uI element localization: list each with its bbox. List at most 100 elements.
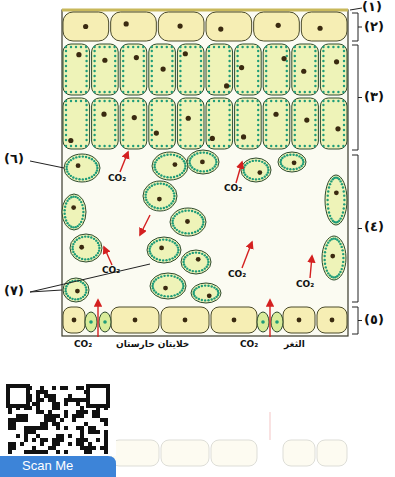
chloroplast xyxy=(65,104,67,106)
chloroplast xyxy=(151,55,153,57)
chloroplast xyxy=(143,75,145,77)
chloroplast xyxy=(257,119,259,121)
chloroplast xyxy=(64,206,66,208)
chloroplast xyxy=(176,244,178,246)
chloroplast xyxy=(189,46,191,48)
chloroplast xyxy=(339,243,341,245)
chloroplast xyxy=(279,161,281,163)
chloroplast xyxy=(148,203,150,205)
chloroplast xyxy=(93,85,95,87)
spongy-cell xyxy=(322,236,346,280)
reflected-cell xyxy=(211,440,257,466)
chloroplast xyxy=(173,294,175,296)
chloroplast xyxy=(171,109,173,111)
chloroplast xyxy=(122,91,124,93)
chloroplast xyxy=(161,91,163,93)
chloroplast xyxy=(265,85,267,87)
qr-module xyxy=(84,446,88,450)
chloroplast xyxy=(280,163,282,165)
chloroplast xyxy=(191,155,193,157)
chloroplast xyxy=(75,91,77,93)
chloroplast xyxy=(88,157,90,159)
qr-module xyxy=(44,438,48,442)
chloroplast xyxy=(93,109,95,111)
chloroplast xyxy=(122,50,124,52)
chloroplast xyxy=(137,46,139,48)
chloroplast xyxy=(294,80,296,82)
chloroplast xyxy=(264,162,266,164)
chloroplast xyxy=(160,174,162,176)
chloroplast xyxy=(309,145,311,147)
chloroplast xyxy=(280,100,282,102)
nucleus xyxy=(154,130,159,135)
qr-module xyxy=(24,418,28,422)
chloroplast xyxy=(170,153,172,155)
nucleus xyxy=(292,160,297,165)
chloroplast xyxy=(122,80,124,82)
chloroplast xyxy=(176,213,178,215)
chloroplast xyxy=(89,320,93,324)
chloroplast xyxy=(148,248,150,250)
qr-module xyxy=(24,426,28,430)
palisade-cell xyxy=(292,44,319,95)
chloroplast xyxy=(236,145,238,147)
nucleus xyxy=(276,23,281,28)
chloroplast xyxy=(151,145,153,147)
chloroplast xyxy=(228,65,230,67)
chloroplast xyxy=(122,60,124,62)
chloroplast xyxy=(181,158,183,160)
chloroplast xyxy=(257,134,259,136)
chloroplast xyxy=(143,119,145,121)
chloroplast xyxy=(265,104,267,106)
chloroplast xyxy=(80,145,82,147)
chloroplast xyxy=(154,168,156,170)
qr-module xyxy=(64,410,68,414)
chloroplast xyxy=(182,287,184,289)
chloroplast xyxy=(296,168,298,170)
chloroplast xyxy=(241,91,243,93)
nucleus xyxy=(183,51,188,56)
leader-lines xyxy=(30,8,362,292)
bracket xyxy=(352,13,358,41)
chloroplast xyxy=(85,124,87,126)
co2-arrow xyxy=(97,300,98,337)
chloroplast xyxy=(184,256,186,258)
chloroplast xyxy=(65,109,67,111)
chloroplast xyxy=(66,163,68,165)
chloroplast xyxy=(236,46,238,48)
qr-module xyxy=(44,418,48,422)
chloroplast xyxy=(97,242,99,244)
chloroplast xyxy=(171,65,173,67)
chloroplast xyxy=(236,139,238,141)
chloroplast xyxy=(93,145,95,147)
chloroplast xyxy=(213,91,215,93)
chloroplast xyxy=(65,70,67,72)
qr-module xyxy=(36,402,40,406)
qr-module xyxy=(84,450,88,454)
chloroplast xyxy=(228,104,230,106)
chloroplast xyxy=(296,154,298,156)
chloroplast xyxy=(179,70,181,72)
chloroplast xyxy=(207,258,209,260)
chloroplast xyxy=(184,266,186,268)
chloroplast xyxy=(183,160,185,162)
chloroplast xyxy=(173,275,175,277)
chloroplast xyxy=(153,280,155,282)
chloroplast xyxy=(325,266,327,268)
chloroplast xyxy=(189,253,191,255)
chloroplast xyxy=(257,75,259,77)
chloroplast xyxy=(337,46,339,48)
chloroplast xyxy=(169,258,171,260)
chloroplast xyxy=(339,180,341,182)
chloroplast xyxy=(265,134,267,136)
chloroplast xyxy=(179,129,181,131)
chloroplast xyxy=(122,129,124,131)
chloroplast xyxy=(122,55,124,57)
epidermis-cell xyxy=(63,307,85,333)
chloroplast xyxy=(72,195,74,197)
spongy-cell xyxy=(278,152,306,172)
chloroplast xyxy=(151,85,153,87)
qr-module xyxy=(84,438,88,442)
chloroplast xyxy=(199,152,201,154)
